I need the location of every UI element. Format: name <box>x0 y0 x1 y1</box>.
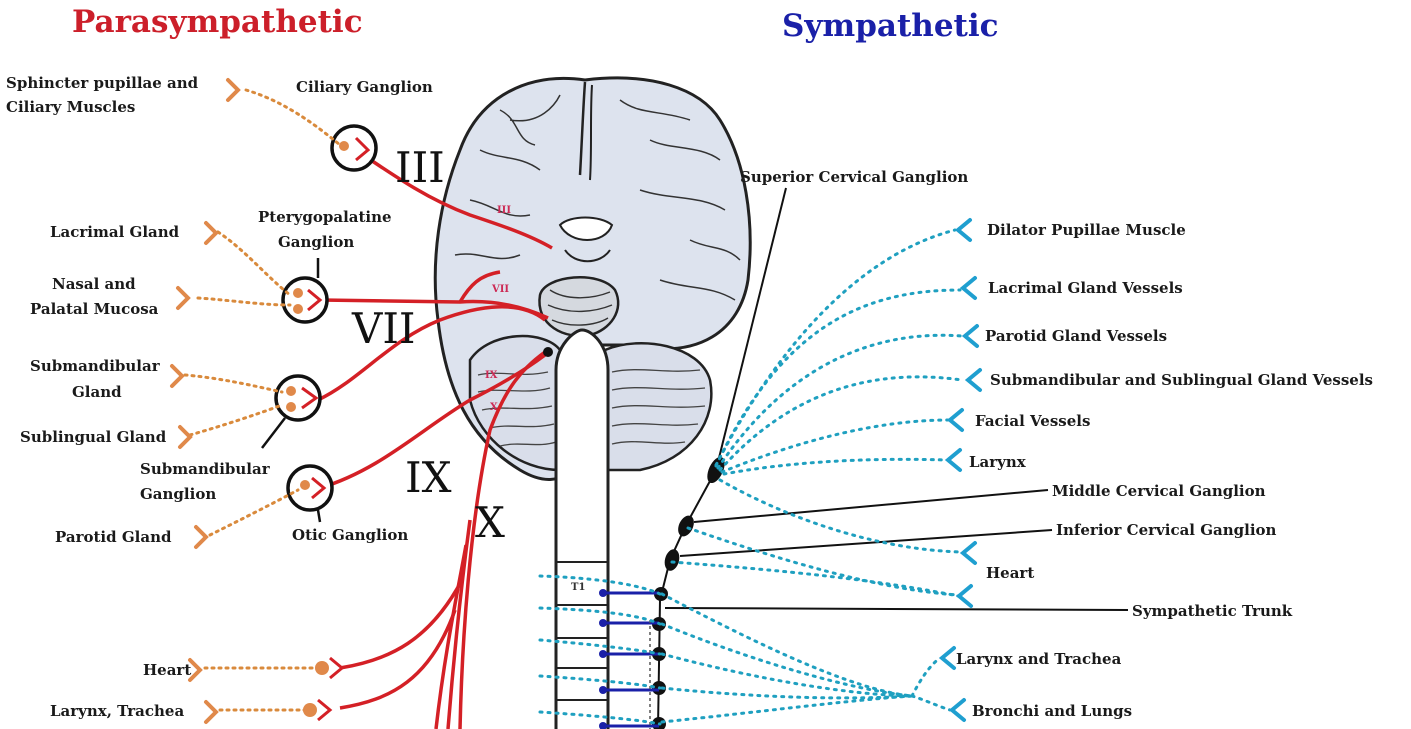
label-para-larynx-trachea: Larynx, Trachea <box>50 702 184 720</box>
label-submand-gland-line2: Gland <box>72 383 122 401</box>
spinal-cord: T1 <box>556 330 608 729</box>
label-submand-gland-line1: Submandibular <box>30 357 161 375</box>
label-lacrimal-gland: Lacrimal Gland <box>50 223 180 241</box>
label-pterygopalatine-line2: Ganglion <box>278 233 354 251</box>
label-sphincter-line2: Ciliary Muscles <box>6 98 135 116</box>
label-symp-larynx: Larynx <box>969 453 1027 471</box>
nerve-label-vii: VII <box>351 304 416 353</box>
label-nasal-line2: Palatal Mucosa <box>30 300 159 318</box>
label-parotid-gland: Parotid Gland <box>55 528 172 546</box>
label-submand-ganglion-line1: Submandibular <box>140 460 271 478</box>
label-bronchi-lungs: Bronchi and Lungs <box>972 702 1132 720</box>
brain-label-ix: IX <box>485 370 498 381</box>
nerve-label-iii: III <box>395 143 445 192</box>
parasympathetic-title: Parasympathetic <box>72 4 363 40</box>
label-para-heart: Heart <box>143 661 191 679</box>
label-submand-ganglion-line2: Ganglion <box>140 485 216 503</box>
parasympathetic-effector-arrows <box>172 80 238 722</box>
label-nasal-line1: Nasal and <box>52 275 136 293</box>
label-sphincter-line1: Sphincter pupillae and <box>6 74 199 92</box>
submandibular-ganglion <box>276 376 320 420</box>
label-lacrimal-vessels: Lacrimal Gland Vessels <box>988 279 1183 297</box>
label-otic-ganglion: Otic Ganglion <box>292 526 408 544</box>
spinal-segment-t1: T1 <box>571 582 585 593</box>
label-parotid-vessels: Parotid Gland Vessels <box>985 327 1167 345</box>
nerve-label-ix: IX <box>405 453 452 502</box>
otic-ganglion <box>288 466 332 510</box>
label-sympathetic-trunk: Sympathetic Trunk <box>1132 602 1293 620</box>
label-submand-sublingual-vessels: Submandibular and Sublingual Gland Vesse… <box>990 371 1373 389</box>
sympathetic-title: Sympathetic <box>782 8 999 44</box>
label-pterygopalatine-line1: Pterygopalatine <box>258 208 392 226</box>
label-facial-vessels: Facial Vessels <box>975 412 1090 430</box>
label-symp-heart: Heart <box>986 564 1034 582</box>
ciliary-ganglion <box>332 126 376 170</box>
label-inferior-cervical-ganglion: Inferior Cervical Ganglion <box>1056 521 1277 539</box>
brain-label-vii: VII <box>491 284 509 295</box>
label-superior-cervical-ganglion: Superior Cervical Ganglion <box>740 168 968 186</box>
label-dilator-pupillae: Dilator Pupillae Muscle <box>987 221 1186 239</box>
pterygopalatine-ganglion <box>283 278 327 322</box>
nerve-label-x: X <box>475 498 505 547</box>
label-middle-cervical-ganglion: Middle Cervical Ganglion <box>1052 482 1266 500</box>
brain-label-iii: III <box>497 205 511 216</box>
label-ciliary-ganglion: Ciliary Ganglion <box>296 78 433 96</box>
label-larynx-trachea: Larynx and Trachea <box>956 650 1122 668</box>
label-sublingual-gland: Sublingual Gland <box>20 428 167 446</box>
